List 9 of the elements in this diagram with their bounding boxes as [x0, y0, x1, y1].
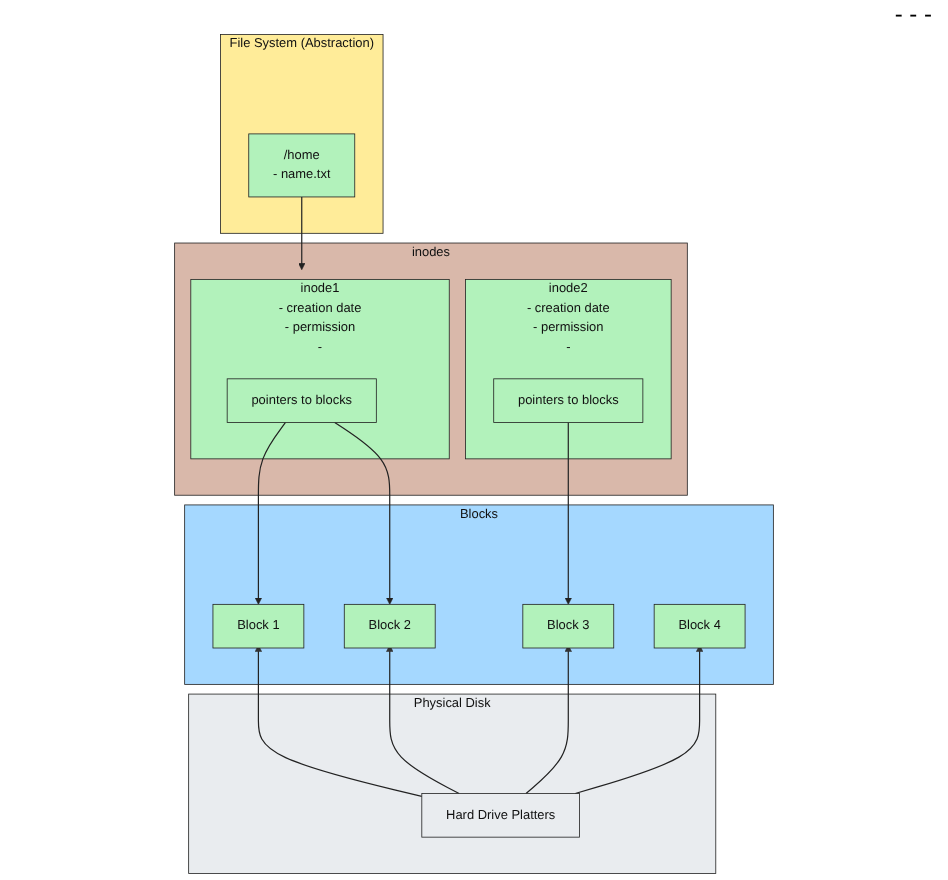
arrow [298, 196, 306, 270]
arrow [334, 421, 394, 605]
arrow [254, 644, 423, 797]
arrow [525, 644, 572, 795]
ellipsis-text: - - - [894, 0, 932, 28]
arrow [386, 644, 460, 795]
arrow [254, 421, 287, 605]
arrow [574, 644, 704, 795]
arrow [564, 421, 572, 605]
